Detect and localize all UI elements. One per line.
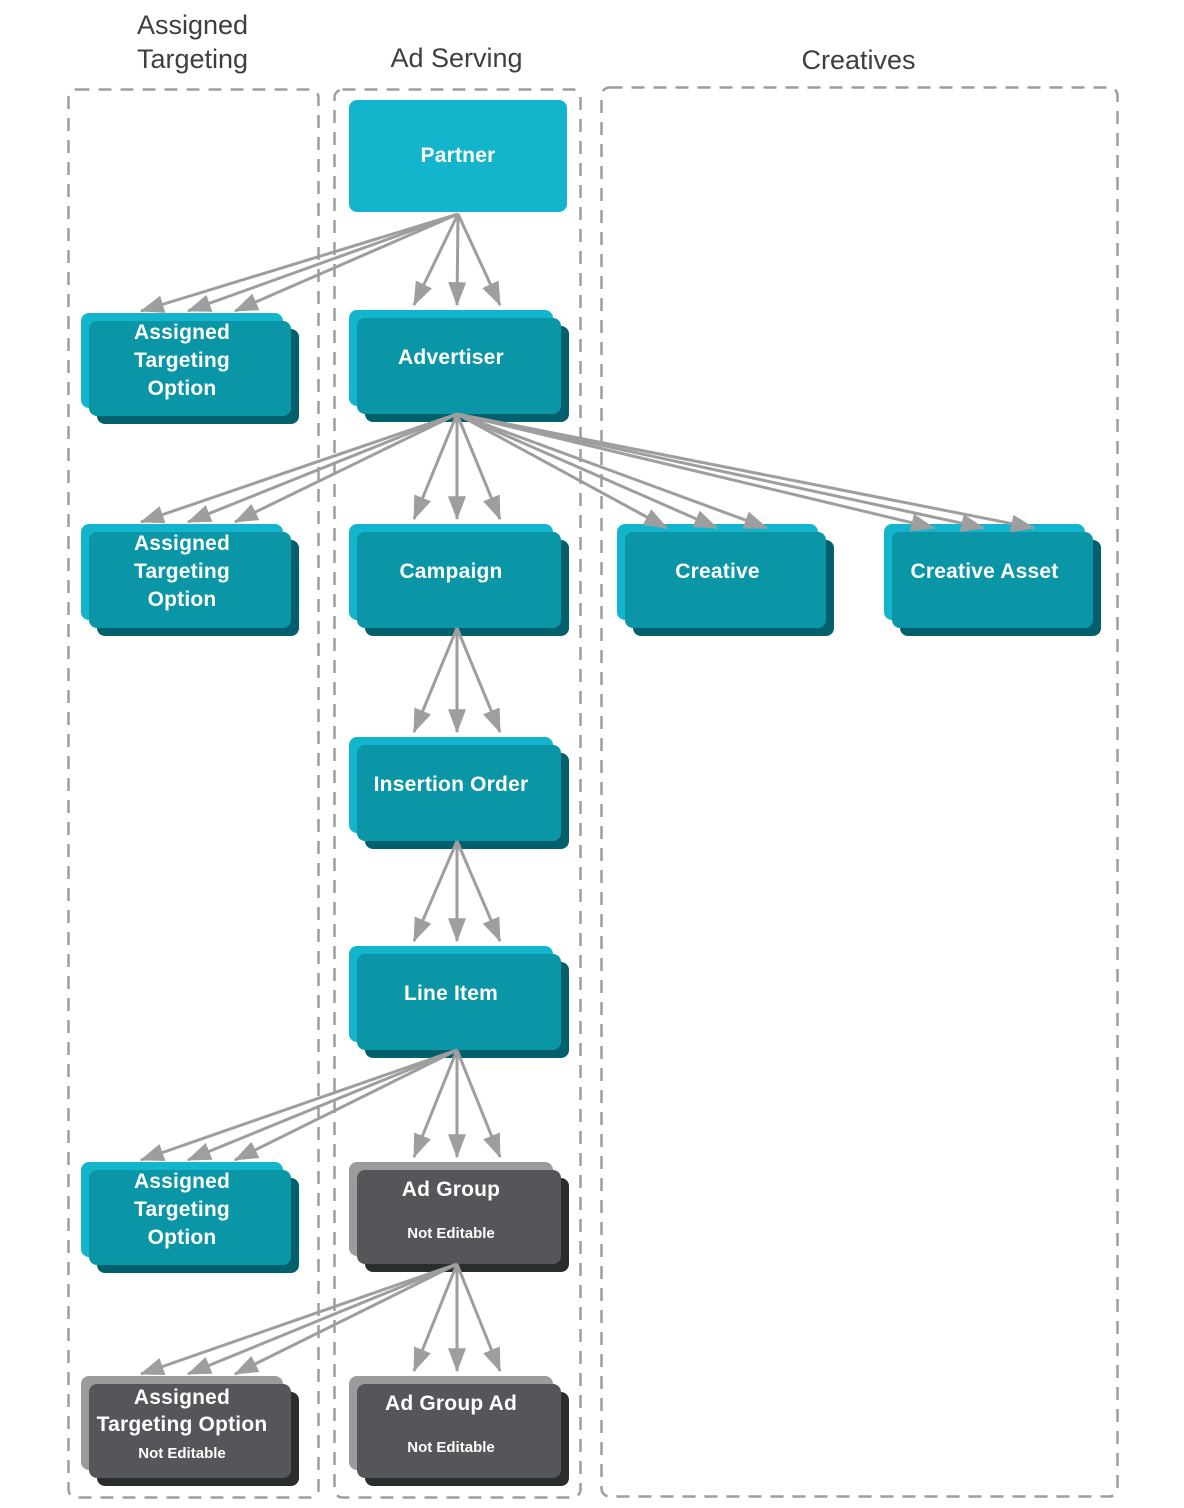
node-sublabel-not-editable: Not Editable [407, 1439, 495, 1456]
node-assigned-targeting-option-partner: Assigned Targeting Option [81, 313, 283, 408]
node-line-item: Line Item [349, 946, 553, 1042]
node-sublabel-not-editable: Not Editable [138, 1445, 226, 1462]
column-assigned-targeting [67, 88, 320, 1499]
node-creative: Creative [617, 524, 818, 620]
dashed-border [600, 86, 1119, 1498]
node-label: Assigned Targeting Option [133, 320, 231, 400]
node-label: Assigned Targeting Option [133, 532, 231, 611]
node-insertion-order: Insertion Order [349, 737, 553, 833]
column-ad-serving [333, 88, 582, 1499]
node-sublabel-not-editable: Not Editable [407, 1225, 495, 1242]
node-label: Ad Group Ad [384, 1392, 518, 1415]
column-title-creatives: Creatives [801, 45, 916, 75]
node-label: Creative [675, 560, 760, 583]
column-title-ad-serving: Ad Serving [390, 43, 523, 73]
column-creatives [600, 86, 1119, 1498]
node-advertiser: Advertiser [349, 310, 553, 406]
node-creative-asset: Creative Asset [884, 524, 1085, 620]
node-assigned-targeting-option-advertiser: Assigned Targeting Option [81, 524, 283, 620]
node-ad-group: Ad Group Not Editable [349, 1162, 553, 1256]
node-label: Insertion Order [373, 773, 529, 796]
node-label: Creative Asset [910, 560, 1059, 583]
node-partner: Partner [349, 100, 567, 212]
column-title-assigned-targeting: Assigned Targeting [136, 10, 249, 74]
node-label: Line Item [404, 982, 498, 1005]
node-label: Assigned Targeting Option [96, 1386, 268, 1436]
dashed-border [333, 88, 582, 1499]
node-label: Partner [420, 144, 496, 167]
dashed-border [67, 88, 320, 1499]
node-ad-group-ad: Ad Group Ad Not Editable [349, 1376, 553, 1470]
node-assigned-targeting-option-ad-group: Assigned Targeting Option Not Editable [81, 1376, 283, 1470]
node-label: Advertiser [398, 346, 504, 369]
node-label: Assigned Targeting Option [133, 1169, 231, 1249]
node-campaign: Campaign [349, 524, 553, 620]
node-label: Campaign [399, 560, 503, 583]
node-assigned-targeting-option-line-item: Assigned Targeting Option [81, 1162, 283, 1257]
node-label: Ad Group [401, 1178, 501, 1201]
